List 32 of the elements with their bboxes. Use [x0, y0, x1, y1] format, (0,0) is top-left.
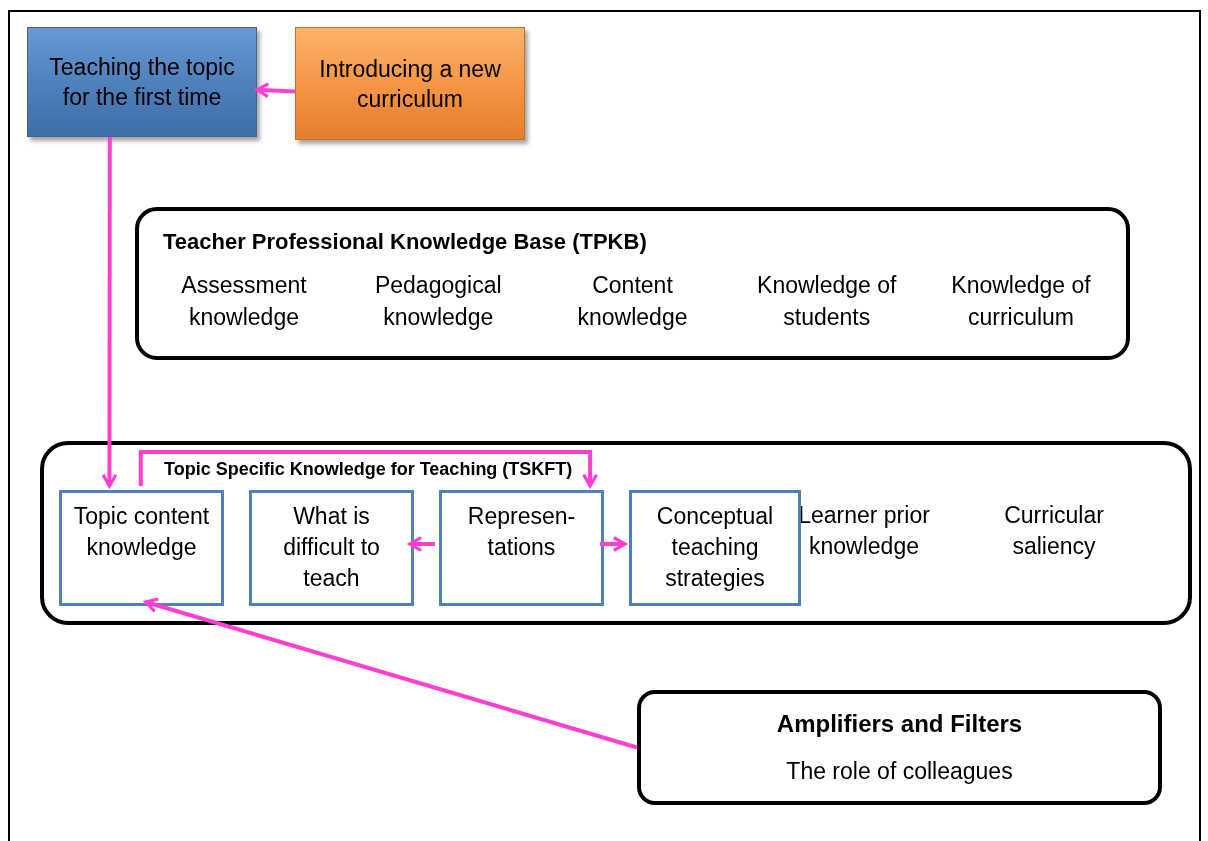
arrow — [138, 450, 599, 488]
process-box — [629, 490, 801, 606]
knowledge-item: Pedagogical knowledge — [374, 272, 502, 330]
knowledge-item: Curricular saliency — [1004, 502, 1104, 559]
process-box — [249, 490, 414, 606]
arrow — [255, 82, 296, 99]
arrow — [101, 137, 118, 488]
box-label: What is difficult to teach — [282, 502, 381, 593]
process-box — [439, 490, 604, 606]
arrow — [144, 597, 638, 750]
box-label: Conceptual teaching strategies — [655, 502, 775, 593]
bevel-box — [295, 27, 525, 140]
group-box — [135, 207, 1130, 360]
knowledge-item: Knowledge of students — [757, 272, 897, 330]
bevel-box — [27, 27, 257, 137]
knowledge-item: Content knowledge — [577, 272, 688, 330]
box-label: Topic content knowledge — [72, 502, 211, 562]
box-label: The role of colleagues — [786, 757, 1013, 787]
knowledge-item: Knowledge of curriculum — [951, 272, 1091, 330]
box-label: Teaching the topic for the first time — [48, 53, 236, 112]
group-box — [40, 441, 1192, 625]
arrow — [408, 536, 435, 552]
group-heading: Topic Specific Knowledge for Teaching (TSKFT) — [164, 458, 573, 480]
knowledge-item: Assessment knowledge — [181, 272, 307, 330]
group-heading: Teacher Professional Knowledge Base (TPKB) — [163, 228, 647, 256]
box-label: Represen- tations — [466, 502, 577, 562]
knowledge-item: Learner prior knowledge — [798, 502, 930, 559]
box-label: Introducing a new curriculum — [318, 54, 502, 114]
process-box — [59, 490, 224, 606]
process-box — [637, 690, 1162, 805]
arrow — [600, 536, 627, 552]
box-heading: Amplifiers and Filters — [776, 709, 1023, 740]
